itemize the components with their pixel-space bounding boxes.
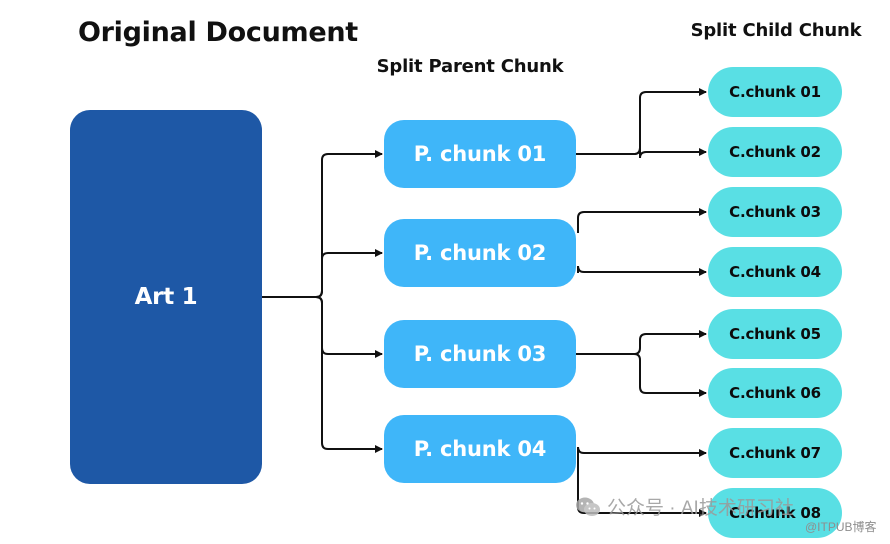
document-label: Art 1 [134,284,198,310]
child-connector-06 [576,353,707,397]
child-connector-04 [577,265,707,276]
split-parent-chunk-heading: Split Parent Chunk [376,56,564,77]
child-connector-02 [576,147,707,159]
watermark-site: @ITPUB博客 [805,520,877,534]
watermark: 公众号 · AI技术研习社 [575,493,794,520]
parent-chunk-04[interactable]: P. chunk 04 [384,415,576,483]
original-document-box[interactable]: Art 1 [70,110,262,484]
parent-connector-04 [315,296,383,453]
child-chunk-03[interactable]: C.chunk 03 [708,187,842,237]
child-chunk-05[interactable]: C.chunk 05 [708,309,842,359]
parent-connector-01 [315,150,383,298]
child-connector-07 [577,446,707,469]
child-connector-01 [576,88,707,155]
child-chunk-02[interactable]: C.chunk 02 [708,127,842,177]
wechat-icon [576,497,600,516]
child-chunk-08[interactable]: C.chunk 08 [708,488,842,538]
child-chunk-04[interactable]: C.chunk 04 [708,247,842,297]
parent-chunk-03[interactable]: P. chunk 03 [384,320,576,388]
parent-chunk-01[interactable]: P. chunk 01 [384,120,576,188]
child-chunk-06[interactable]: C.chunk 06 [708,368,842,418]
child-chunk-01[interactable]: C.chunk 01 [708,67,842,117]
watermark-text: 公众号 · AI技术研习社 [607,498,794,519]
split-child-chunk-heading: Split Child Chunk [690,20,862,41]
child-connector-03 [577,208,707,233]
child-chunk-07[interactable]: C.chunk 07 [708,428,842,478]
original-document-heading: Original Document [78,17,358,48]
child-connector-05 [576,330,707,355]
parent-connector-02 [315,249,383,298]
parent-connector-03 [315,296,383,358]
parent-chunk-02[interactable]: P. chunk 02 [384,219,576,287]
